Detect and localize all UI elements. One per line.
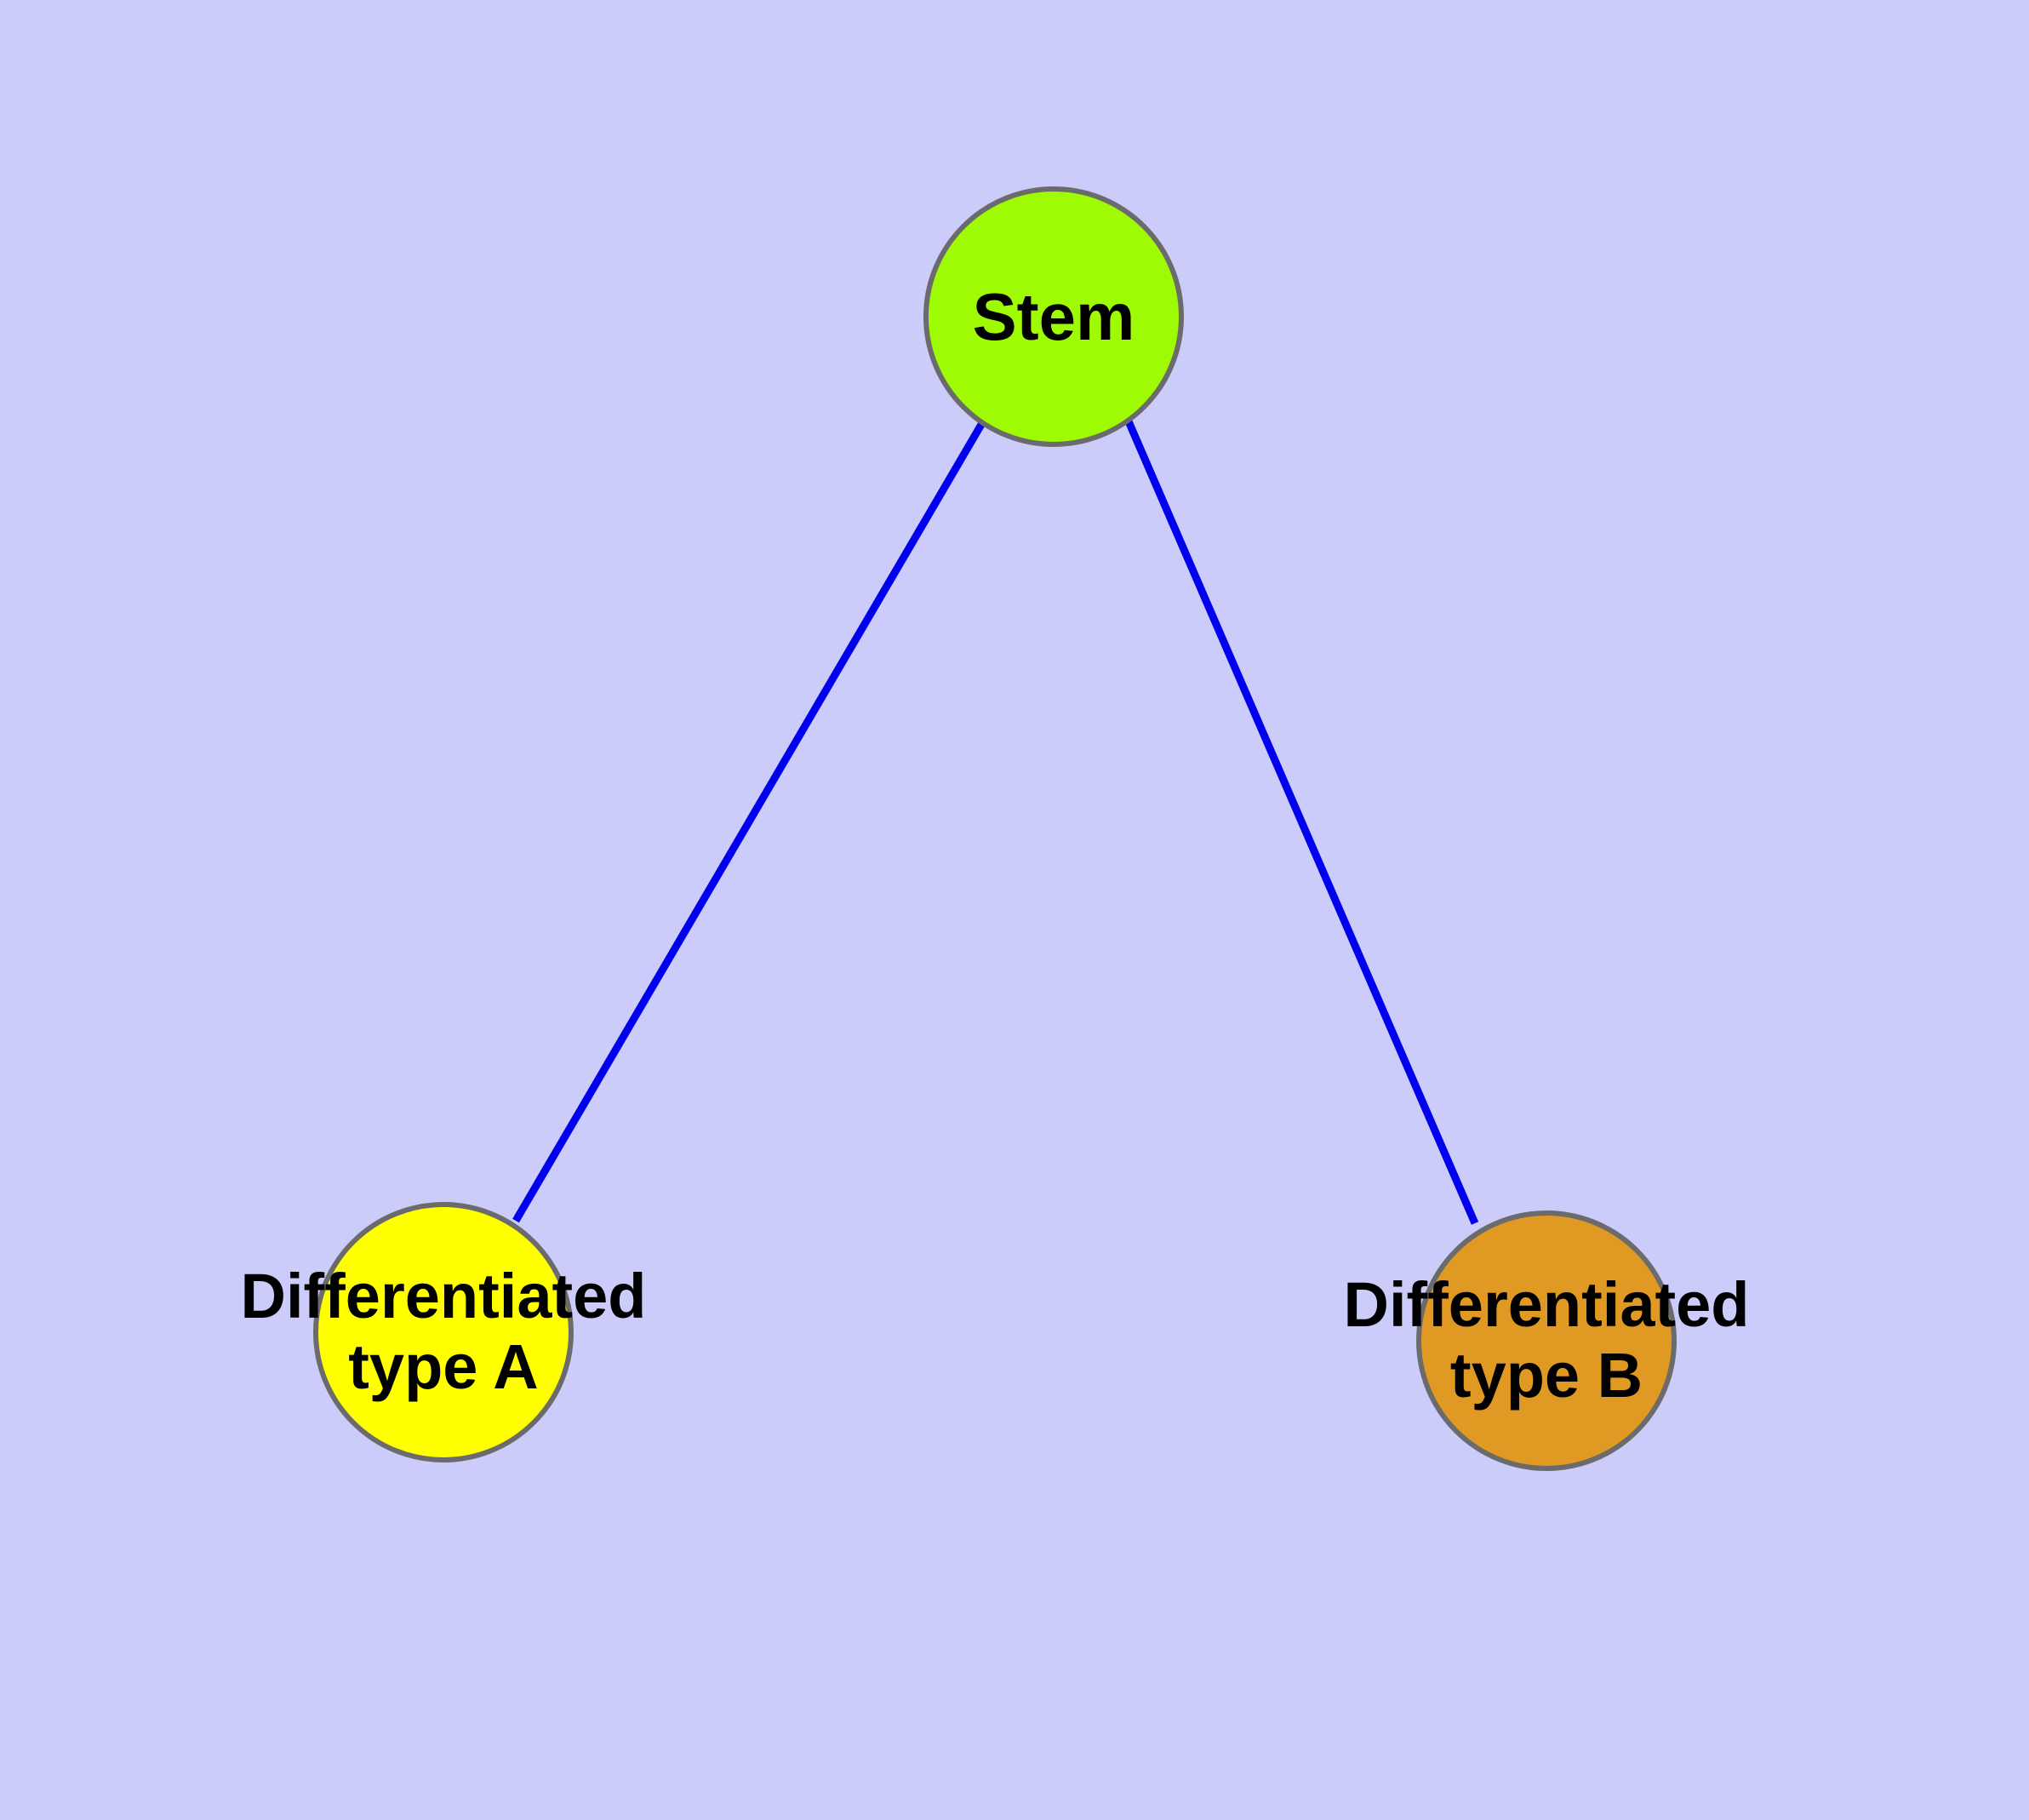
node-stem[interactable] [923, 186, 1184, 447]
edge-stem-to-differentiated-type-b[interactable] [1124, 420, 1479, 1225]
node-differentiated-type-b[interactable] [1416, 1210, 1677, 1471]
edge-layer [512, 420, 1479, 1225]
node-layer [313, 186, 1677, 1471]
edge-stem-to-differentiated-type-a[interactable] [512, 421, 986, 1223]
node-differentiated-type-a[interactable] [313, 1202, 574, 1462]
